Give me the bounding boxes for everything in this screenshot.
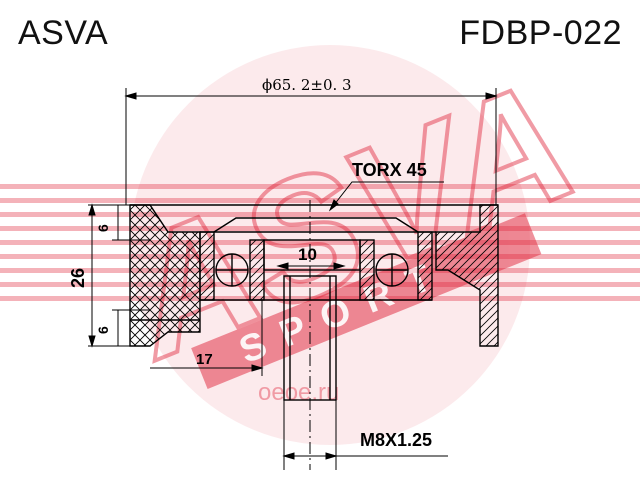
race-right-inner <box>359 239 375 301</box>
dim-edge-bottom: 6 <box>95 326 111 334</box>
dim-thread: M8X1.25 <box>360 430 432 450</box>
torx-socket <box>213 217 419 233</box>
dim-width-total: 26 <box>68 268 88 288</box>
watermark-site: oeoe.ru <box>258 379 339 406</box>
outer-ring-right <box>435 204 499 347</box>
race-left-inner <box>249 239 265 301</box>
dim-torx: TORX 45 <box>352 160 427 180</box>
dimension-lines <box>88 88 498 470</box>
race-right-outer <box>417 231 433 301</box>
race-left-outer <box>199 231 215 301</box>
dim-inner-width: 10 <box>298 245 317 264</box>
part-number: FDBP-022 <box>459 14 622 52</box>
dim-offset: 17 <box>196 351 213 368</box>
dim-outer-diameter: ϕ65. 2±0. 3 <box>262 76 352 94</box>
brand-title: ASVA <box>18 14 109 52</box>
central-hub <box>263 239 361 271</box>
dim-edge-top: 6 <box>95 224 111 232</box>
